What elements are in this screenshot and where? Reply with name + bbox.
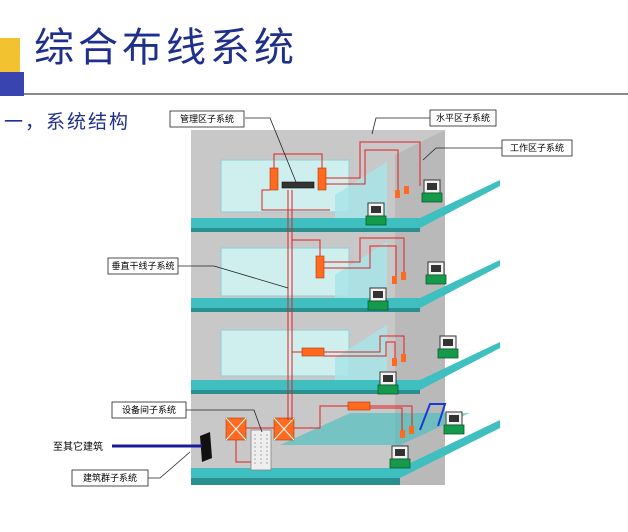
work-area-terminal-icon bbox=[425, 261, 447, 285]
label-management: 管理区子系统 bbox=[180, 113, 234, 125]
work-area-terminal-icon bbox=[377, 371, 399, 395]
slide-title: 综合布线系统 bbox=[34, 25, 298, 71]
information-outlet-icon bbox=[409, 426, 414, 434]
label-management-box: 管理区子系统 bbox=[169, 110, 245, 128]
callout-leaders bbox=[148, 117, 502, 479]
label-to-other-buildings: 至其它建筑 bbox=[53, 440, 103, 453]
label-vertical-box: 垂直干线子系统 bbox=[107, 257, 179, 275]
management-patch-panel-right bbox=[317, 167, 327, 191]
information-outlet-icon bbox=[401, 272, 406, 280]
label-horizontal-box: 水平区子系统 bbox=[429, 109, 497, 127]
label-building-complex: 建筑群子系统 bbox=[83, 472, 137, 484]
work-area-terminal-icon bbox=[389, 445, 411, 469]
label-work-area: 工作区子系统 bbox=[510, 142, 564, 154]
management-switch-icon bbox=[281, 181, 315, 189]
title-accent-yellow bbox=[0, 38, 20, 72]
information-outlet-icon bbox=[392, 276, 397, 284]
equipment-rack-icon bbox=[250, 429, 272, 471]
information-outlet-icon bbox=[401, 354, 406, 362]
title-accent-blue bbox=[0, 72, 24, 96]
floor-2 bbox=[191, 325, 500, 395]
information-outlet-icon bbox=[400, 430, 405, 438]
information-outlet-icon bbox=[392, 358, 397, 366]
label-work-area-box: 工作区子系统 bbox=[501, 139, 573, 157]
title-divider bbox=[24, 93, 628, 95]
building-entrance-icon bbox=[200, 432, 212, 462]
management-patch-panel-left bbox=[269, 167, 279, 191]
glass-partition bbox=[335, 325, 387, 394]
work-area-terminal-icon bbox=[437, 335, 459, 359]
label-horizontal: 水平区子系统 bbox=[436, 112, 490, 124]
cabling bbox=[235, 141, 421, 463]
work-area-terminal-icon bbox=[367, 287, 389, 311]
floor-distributor-icon bbox=[301, 347, 325, 357]
floor-distributor-icon bbox=[315, 255, 325, 279]
section-heading: 一，系统结构 bbox=[4, 111, 131, 133]
floor-1 bbox=[112, 401, 500, 485]
consolidation-point-icon bbox=[347, 401, 371, 411]
label-equipment-room: 设备间子系统 bbox=[122, 404, 176, 416]
information-outlet-icon bbox=[395, 190, 400, 198]
work-area-terminal-icon bbox=[421, 179, 443, 203]
floor-4 bbox=[191, 159, 500, 232]
information-outlet-icon bbox=[404, 186, 409, 194]
label-equipment-room-box: 设备间子系统 bbox=[111, 401, 187, 419]
work-area-terminal-icon bbox=[443, 411, 465, 435]
work-area-terminal-icon bbox=[365, 202, 387, 226]
telephone-line bbox=[419, 403, 447, 431]
floor-3 bbox=[191, 242, 500, 312]
label-vertical: 垂直干线子系统 bbox=[111, 260, 174, 272]
label-building-complex-box: 建筑群子系统 bbox=[71, 469, 149, 487]
